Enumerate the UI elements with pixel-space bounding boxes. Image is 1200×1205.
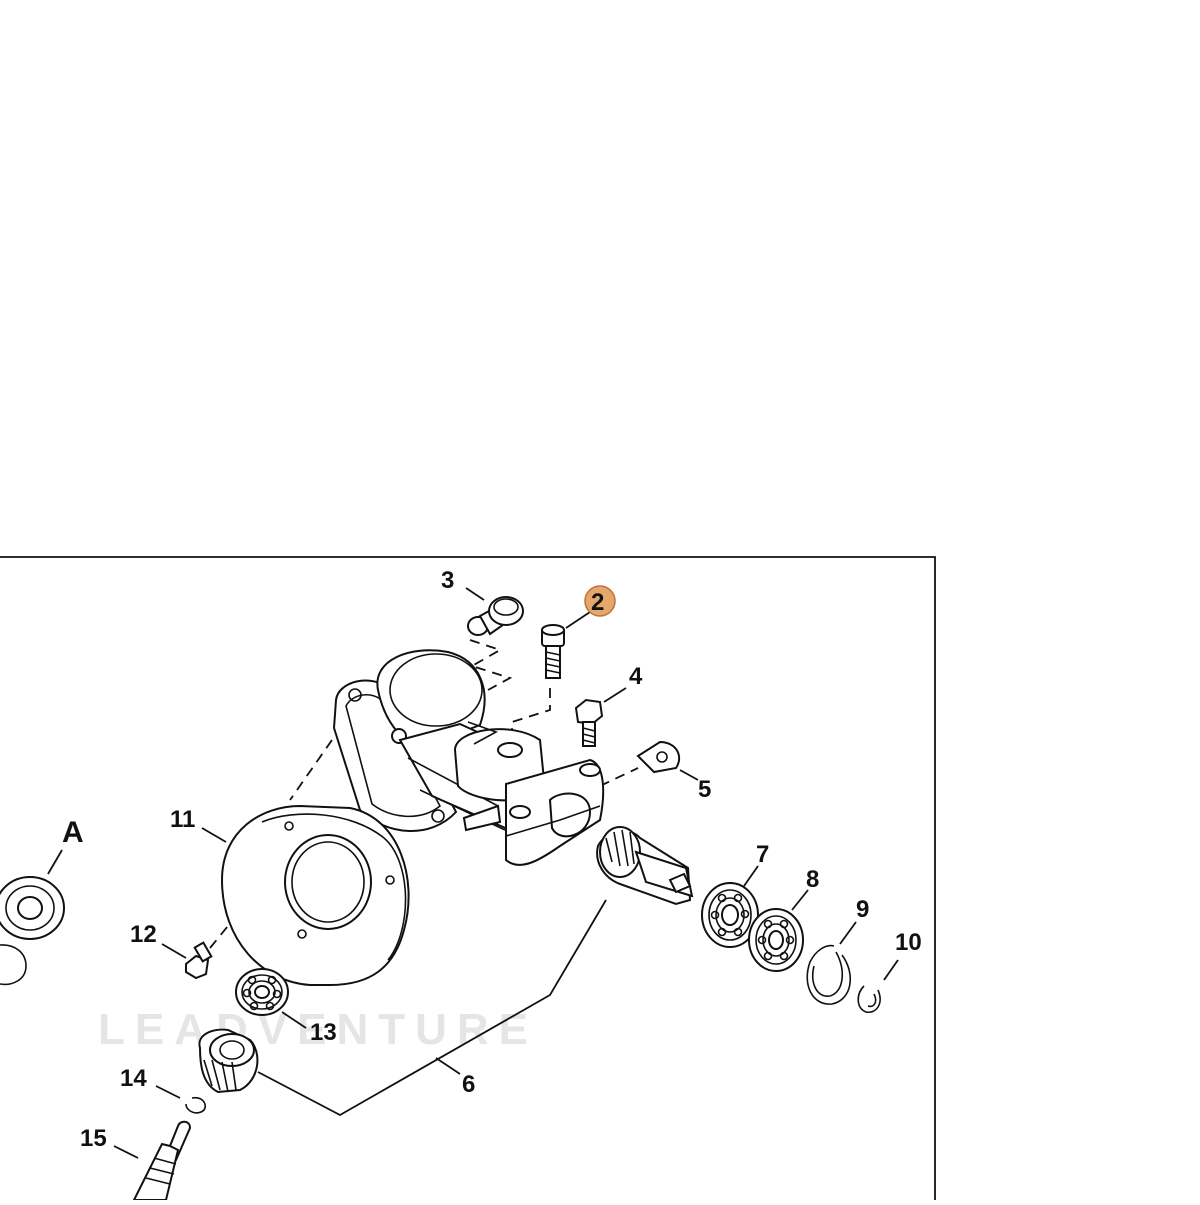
part-7-leader [743,865,759,887]
part-6-leader [257,899,607,1117]
callout-2[interactable]: 2 [591,589,604,616]
section-a-bearing[interactable] [0,876,65,986]
part-7-bearing[interactable] [701,882,759,948]
callout-5[interactable]: 5 [698,776,711,803]
part-11-leader [201,827,227,843]
part-3-leader [465,587,485,601]
part-15-drive-shaft[interactable] [132,1120,192,1201]
part-5-plate[interactable] [636,740,681,774]
part-3-assembly-line [469,639,513,691]
part-6-bevel-gear[interactable] [198,826,694,1094]
part-5-assembly-line [599,767,639,787]
part-2-screw[interactable] [541,624,565,679]
callout-4[interactable]: 4 [629,663,643,690]
part-9-leader [839,921,857,945]
callout-6[interactable]: 6 [462,1071,475,1098]
callout-3[interactable]: 3 [441,567,454,594]
part-8-bearing[interactable] [748,908,804,972]
callout-14[interactable]: 14 [120,1065,147,1092]
part-9-circlip[interactable] [806,944,851,1005]
callout-12[interactable]: 12 [130,921,157,948]
part-13-leader [281,1011,307,1029]
section-a-leader [47,849,63,875]
part-3-plug[interactable] [467,596,524,636]
part-10-snap-ring[interactable] [857,985,881,1014]
part-13-bearing[interactable] [235,968,289,1016]
callout-8[interactable]: 8 [806,866,819,893]
callout-10[interactable]: 10 [895,929,922,956]
part-15-leader [113,1145,139,1159]
part-5-leader [679,769,699,781]
part-4-leader [603,687,627,703]
callout-2-highlight [584,585,616,617]
diagram-frame [0,556,936,1200]
gear-housing[interactable] [332,649,605,866]
part-2-leader [565,611,591,629]
section-label-a[interactable]: A [62,816,84,849]
part-12-leader [161,943,187,959]
watermark-text: LEADVENTURE [98,1005,538,1054]
part-11-cover[interactable] [220,804,410,986]
callout-15[interactable]: 15 [80,1125,107,1152]
part-4-bolt[interactable] [574,698,604,747]
part-11-assembly-line [289,739,333,801]
part-8-leader [791,889,809,911]
callout-13[interactable]: 13 [310,1019,337,1046]
part-12-assembly-line [209,925,229,949]
part-14-ring[interactable] [185,1096,207,1114]
callout-11[interactable]: 11 [170,806,195,833]
callout-7[interactable]: 7 [756,841,769,868]
part-10-leader [883,959,899,981]
part-14-leader [155,1085,181,1099]
callout-9[interactable]: 9 [856,896,869,923]
part-12-screw[interactable] [185,941,213,980]
part-6-callout-leader [435,1057,461,1075]
